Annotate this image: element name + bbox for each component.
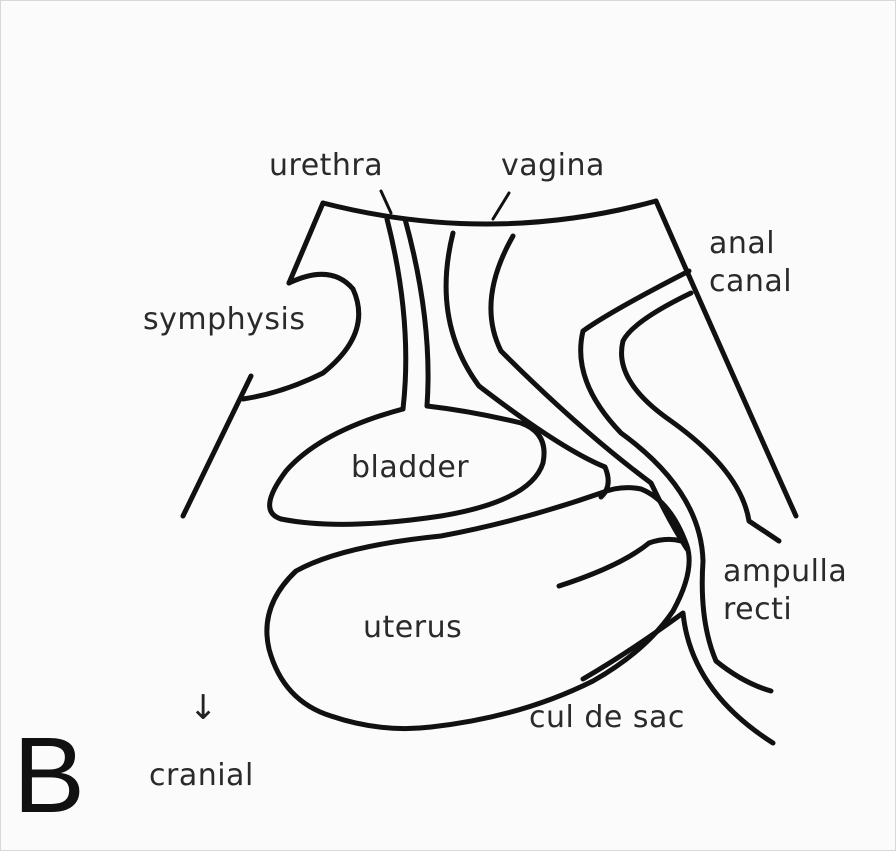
label-cranial: cranial (149, 761, 254, 791)
vagina-leader-line (493, 193, 509, 219)
panel-letter: B (13, 721, 85, 829)
arrow-down-icon: ↓ (189, 691, 218, 725)
urethra-leader-line (381, 191, 391, 213)
